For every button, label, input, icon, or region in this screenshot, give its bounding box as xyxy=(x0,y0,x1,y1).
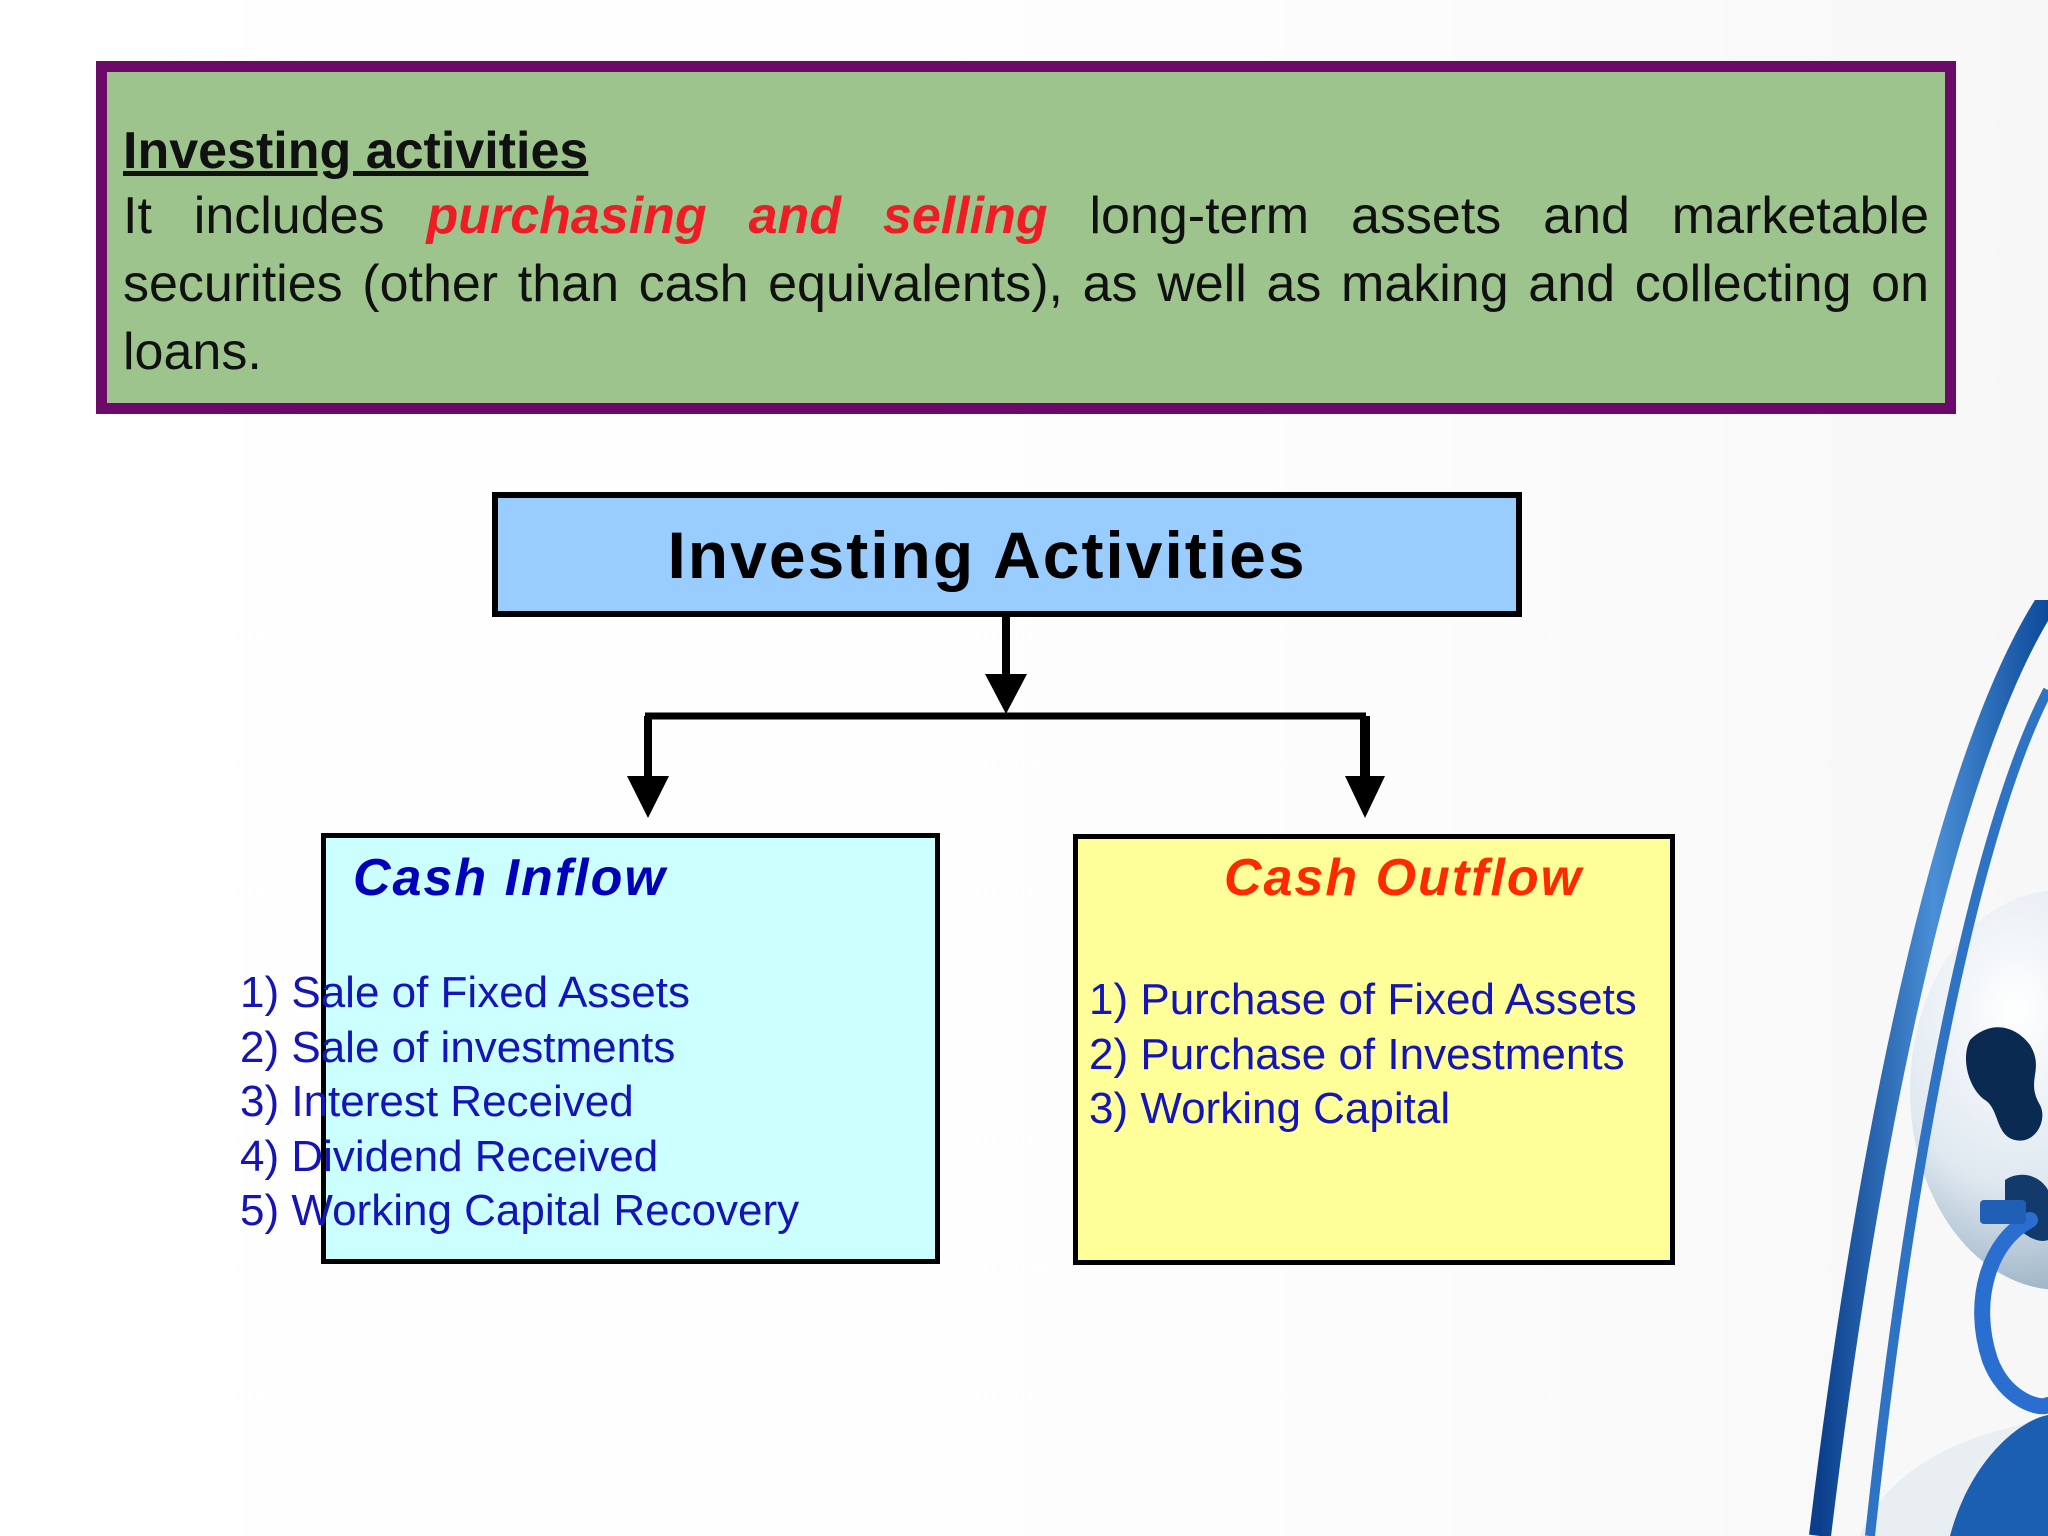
cash-outflow-heading: Cash Outflow xyxy=(1224,849,1584,907)
list-item: 4) Dividend Received xyxy=(240,1131,659,1181)
definition-highlight: purchasing and selling xyxy=(426,187,1048,246)
cash-inflow-node xyxy=(321,833,940,1264)
globe-inner-arc xyxy=(1865,687,2048,1536)
list-item: 5) Working Capital Recovery xyxy=(240,1186,800,1235)
root-node-label: Investing Activities xyxy=(667,517,1307,592)
globe-icon xyxy=(1809,600,2048,1536)
list-item: 1) Purchase of Fixed Assets xyxy=(1089,975,1637,1024)
globe-cable xyxy=(1974,1212,2048,1415)
right-arrowhead xyxy=(1345,776,1385,818)
list-item: 3) Interest Received xyxy=(240,1077,634,1126)
definition-text-start: It includes xyxy=(123,187,427,246)
definition-title: Investing activities xyxy=(123,122,589,180)
cash-outflow-node xyxy=(1073,834,1675,1265)
definition-panel: Investing activities It includes purchas… xyxy=(96,61,1956,414)
definition-text-end: long-term assets and marketable securiti… xyxy=(123,187,1930,382)
root-node: Investing Activities xyxy=(492,492,1522,617)
cash-inflow-list: 1) Sale of Fixed Assets 2) Sale of inves… xyxy=(240,966,799,1239)
root-arrowhead xyxy=(985,674,1027,714)
list-item: 1) Sale of Fixed Assets xyxy=(240,968,690,1017)
list-item: 2) Sale of investments xyxy=(240,1022,676,1072)
list-item: 2) Purchase of Investments xyxy=(1089,1029,1625,1079)
left-arrowhead xyxy=(627,776,669,818)
cash-outflow-list: 1) Purchase of Fixed Assets 2) Purchase … xyxy=(1089,973,1637,1137)
globe-outer-arc xyxy=(1809,600,2048,1536)
globe-plug xyxy=(1980,1200,2026,1224)
cash-inflow-heading: Cash Inflow xyxy=(353,849,667,907)
globe-landmass xyxy=(1965,1027,2043,1141)
definition-text: It includes purchasing and selling long-… xyxy=(123,182,1929,386)
globe-stand xyxy=(1950,1415,2048,1536)
list-item: 3) Working Capital xyxy=(1089,1084,1451,1133)
